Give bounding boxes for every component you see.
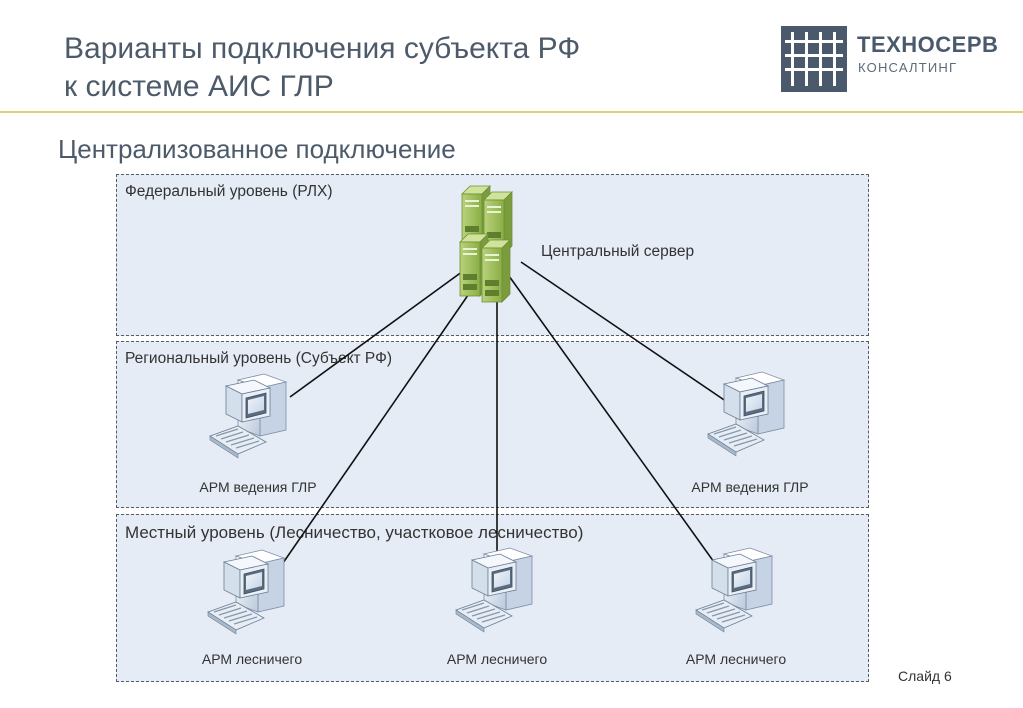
computer-icon-local-left xyxy=(207,549,285,635)
server-rack-icon xyxy=(459,185,513,303)
regional-level-band: Региональный уровень (Субъект РФ) xyxy=(116,341,869,508)
central-server-label: Центральный сервер xyxy=(541,243,695,260)
slide-number: Слайд 6 xyxy=(898,668,952,684)
logo-subtitle: КОНСАЛТИНГ xyxy=(858,60,958,75)
company-logo: ТЕХНОСЕРВ КОНСАЛТИНГ xyxy=(781,26,1011,92)
link-regional-right xyxy=(520,261,737,409)
arm-label-local-center: АРМ лесничего xyxy=(446,651,548,667)
link-local-left xyxy=(273,271,485,577)
arm-label-regional-left: АРМ ведения ГЛР xyxy=(199,479,317,495)
arm-label-regional-right: АРМ ведения ГЛР xyxy=(691,479,809,495)
computer-icon-local-right xyxy=(695,547,773,633)
computer-icon-local-center xyxy=(455,547,533,633)
slide-title: Варианты подключения субъекта РФ к систе… xyxy=(64,30,580,106)
arm-label-local-right: АРМ лесничего xyxy=(685,651,787,667)
link-regional-left xyxy=(289,265,471,398)
logo-name: ТЕХНОСЕРВ xyxy=(857,32,999,57)
slide-title-line-2: к системе АИС ГЛР xyxy=(64,70,334,103)
link-local-right xyxy=(508,275,725,577)
arm-label-local-left: АРМ лесничего xyxy=(201,651,303,667)
logo-grid-icon xyxy=(781,26,847,92)
computer-icon-regional-right xyxy=(707,371,785,457)
local-level-label: Местный уровень (Лесничество, участковое… xyxy=(125,523,584,542)
title-divider xyxy=(0,111,1023,113)
slide-title-line-1: Варианты подключения субъекта РФ xyxy=(64,32,581,65)
computer-icon-regional-left xyxy=(209,373,287,459)
regional-level-label: Региональный уровень (Субъект РФ) xyxy=(125,350,393,367)
section-subtitle: Централизованное подключение xyxy=(58,134,456,164)
federal-level-label: Федеральный уровень (РЛХ) xyxy=(125,183,333,200)
